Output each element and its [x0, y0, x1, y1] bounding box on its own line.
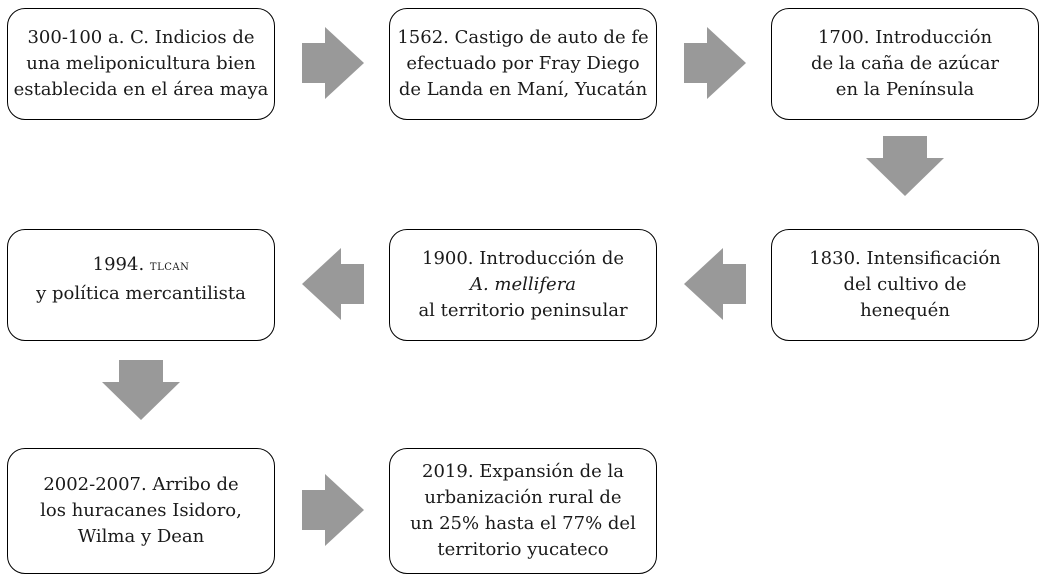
event-box-1830: 1830. Intensificación del cultivo de hen…: [771, 229, 1039, 341]
event-line: una meliponicultura bien: [26, 53, 256, 74]
arrow-left-icon: [684, 248, 746, 320]
event-line: de Landa en Maní, Yucatán: [398, 79, 648, 100]
event-line: y política mercantilista: [36, 283, 246, 304]
event-species: A. mellifera: [469, 274, 577, 295]
event-box-300bc: 300-100 a. C. Indicios de una meliponicu…: [7, 8, 275, 120]
event-line: territorio yucateco: [437, 539, 609, 560]
event-line: 1700. Introducción: [817, 27, 993, 48]
event-box-2019: 2019. Expansión de la urbanización rural…: [389, 448, 657, 574]
arrow-right-icon: [302, 474, 364, 546]
event-line: 2019. Expansión de la: [422, 461, 624, 482]
event-line: Wilma y Dean: [77, 526, 205, 547]
event-year: 1994.: [92, 254, 145, 275]
arrow-down-icon: [866, 136, 944, 196]
event-box-1562: 1562. Castigo de auto de fe efectuado po…: [389, 8, 657, 120]
event-line: 1562. Castigo de auto de fe: [397, 27, 649, 48]
event-line: 300-100 a. C. Indicios de: [27, 27, 255, 48]
event-line: un 25% hasta el 77% del: [410, 513, 636, 534]
event-line: henequén: [860, 300, 950, 321]
event-line: 1900. Introducción de: [422, 248, 624, 269]
event-line: de la caña de azúcar: [810, 53, 1000, 74]
arrow-left-icon: [302, 248, 364, 320]
event-acronym: TLCAN: [149, 262, 190, 273]
arrow-down-icon: [102, 360, 180, 420]
event-line: 1830. Intensificación: [809, 248, 1001, 269]
event-line: los huracanes Isidoro,: [40, 500, 242, 521]
event-box-1900: 1900. Introducción de A. mellifera al te…: [389, 229, 657, 341]
event-line: al territorio peninsular: [418, 300, 628, 321]
event-line: establecida en el área maya: [13, 79, 269, 100]
arrow-right-icon: [684, 27, 746, 99]
event-line: 2002-2007. Arribo de: [43, 474, 239, 495]
event-box-1994: 1994. TLCAN y política mercantilista: [7, 229, 275, 341]
event-line: efectuado por Fray Diego: [406, 53, 640, 74]
event-line: en la Península: [835, 79, 975, 100]
event-line: 1994. TLCAN: [93, 252, 190, 281]
event-box-2002-2007: 2002-2007. Arribo de los huracanes Isido…: [7, 448, 275, 574]
event-line: del cultivo de: [843, 274, 967, 295]
event-line: urbanización rural de: [424, 487, 622, 508]
arrow-right-icon: [302, 27, 364, 99]
event-box-1700: 1700. Introducción de la caña de azúcar …: [771, 8, 1039, 120]
